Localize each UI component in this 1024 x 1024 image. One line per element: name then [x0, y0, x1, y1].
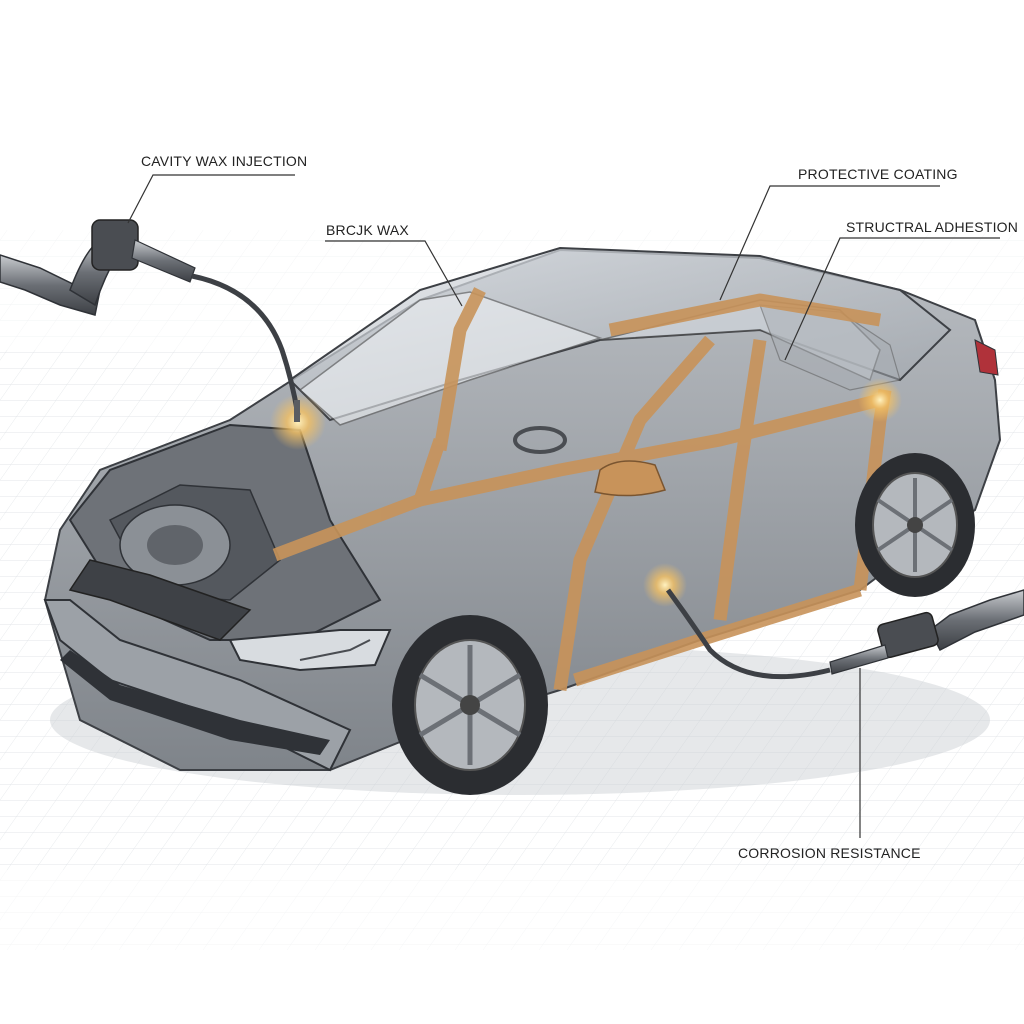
- injection-glow-rear: [858, 378, 902, 422]
- label-structural-adhesion: STRUCTRAL ADHESTION: [846, 219, 1019, 235]
- front-wheel: [392, 615, 548, 795]
- wax-injection-gun-icon: [665, 588, 1024, 680]
- label-brick-wax: BRCJK WAX: [326, 222, 409, 238]
- label-cavity-wax-injection: CAVITY WAX INJECTION: [141, 153, 308, 169]
- structural-frame: [272, 287, 892, 691]
- rear-wheel: [855, 453, 975, 597]
- injection-glow-sill: [643, 563, 687, 607]
- wax-injection-gun-icon: [0, 219, 301, 422]
- label-corrosion-resistance: CORROSION RESISTANCE: [738, 845, 921, 861]
- label-protective-coating: PROTECTIVE COATING: [798, 166, 958, 182]
- car-body: [43, 246, 1002, 772]
- leader-lines: [127, 174, 1000, 838]
